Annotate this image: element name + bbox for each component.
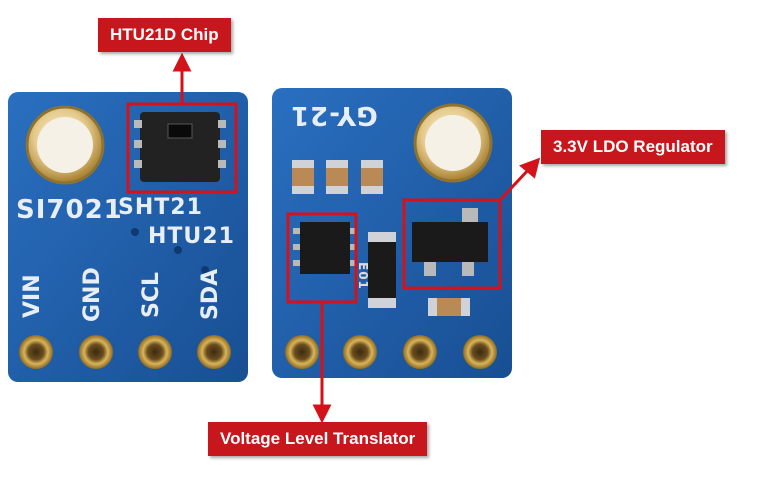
translator-chip-body — [300, 222, 350, 274]
smd-components — [292, 160, 470, 316]
right-pin-pads — [285, 335, 497, 369]
callout-ldo-regulator: 3.3V LDO Regulator — [541, 130, 725, 164]
silk-htu21: HTU21 — [148, 224, 235, 249]
silk-si7021: SI7021 — [16, 195, 123, 225]
regulator-highlight-box — [402, 198, 502, 290]
callout-arrows — [172, 52, 541, 424]
right-board — [272, 88, 512, 378]
callout-voltage-translator: Voltage Level Translator — [208, 422, 428, 456]
callout-htu21d-chip: HTU21D Chip — [98, 18, 231, 52]
pin-label-sda: SDA — [198, 268, 223, 320]
pin-label-gnd: GND — [80, 267, 105, 322]
silk-resistor-code: E01 — [356, 262, 370, 290]
left-pin-pads — [19, 335, 231, 369]
silk-sht21: SHT21 — [118, 195, 203, 220]
resistor-e01 — [368, 232, 396, 308]
htu21d-chip-body — [140, 112, 220, 182]
silk-gy21: GY-21 — [290, 100, 378, 130]
ldo-regulator-body — [412, 222, 488, 262]
pin-label-scl: SCL — [139, 271, 164, 318]
pin-label-vin: VIN — [20, 274, 45, 318]
